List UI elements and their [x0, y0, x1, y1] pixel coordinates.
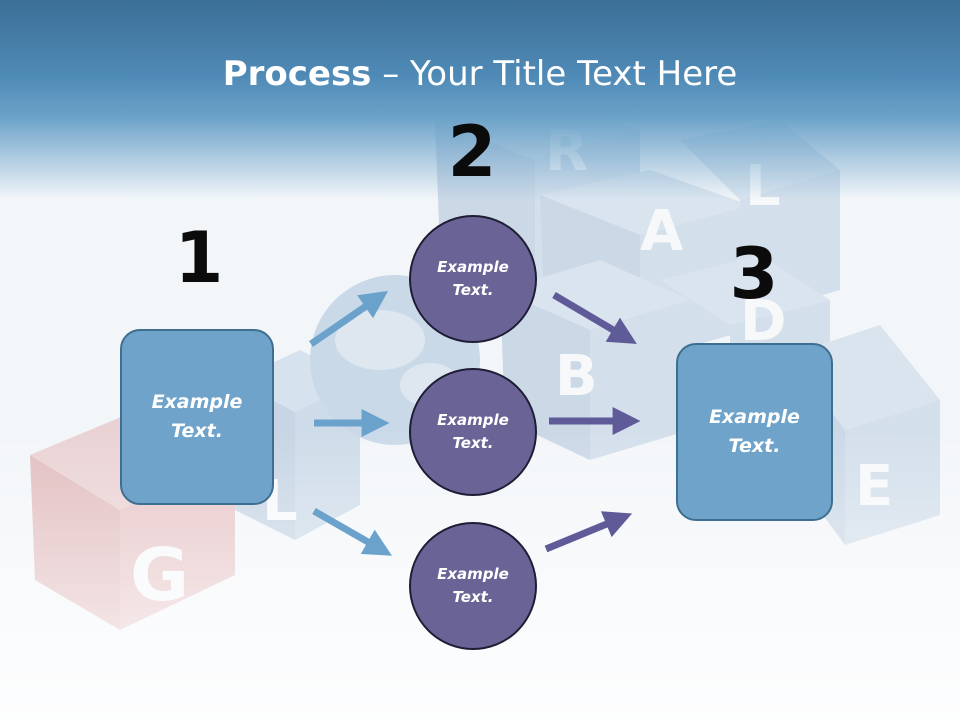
header-band	[0, 0, 960, 200]
step-2-circle-top: Example Text.	[409, 215, 537, 343]
title-rest: – Your Title Text Here	[371, 54, 738, 94]
step-2-text-bottom: Example Text.	[437, 565, 509, 606]
title-bold: Process	[222, 54, 372, 94]
step-2-circle-middle: Example Text.	[409, 368, 537, 496]
arrow-to-bottom	[312, 507, 393, 556]
slide-title: Process – Your Title Text Here	[0, 52, 960, 96]
arrow-from-bottom	[544, 511, 633, 553]
step-3-text: Example Text.	[709, 406, 800, 457]
step-2-circle-bottom: Example Text.	[409, 522, 537, 650]
step-1-text: Example Text.	[151, 391, 243, 442]
step-1-box: Example Text.	[120, 329, 274, 505]
cube-letter: A	[640, 199, 684, 264]
cube-letter: B	[555, 344, 598, 409]
step-number-1: 1	[174, 217, 224, 299]
arrow-to-top	[309, 290, 389, 347]
step-2-text-top: Example Text.	[437, 258, 509, 299]
arrow-from-top	[552, 291, 637, 344]
step-number-3: 3	[729, 233, 779, 315]
step-2-text-middle: Example Text.	[437, 411, 509, 452]
step-3-box: Example Text.	[676, 343, 833, 521]
step-number-2: 2	[447, 111, 497, 193]
